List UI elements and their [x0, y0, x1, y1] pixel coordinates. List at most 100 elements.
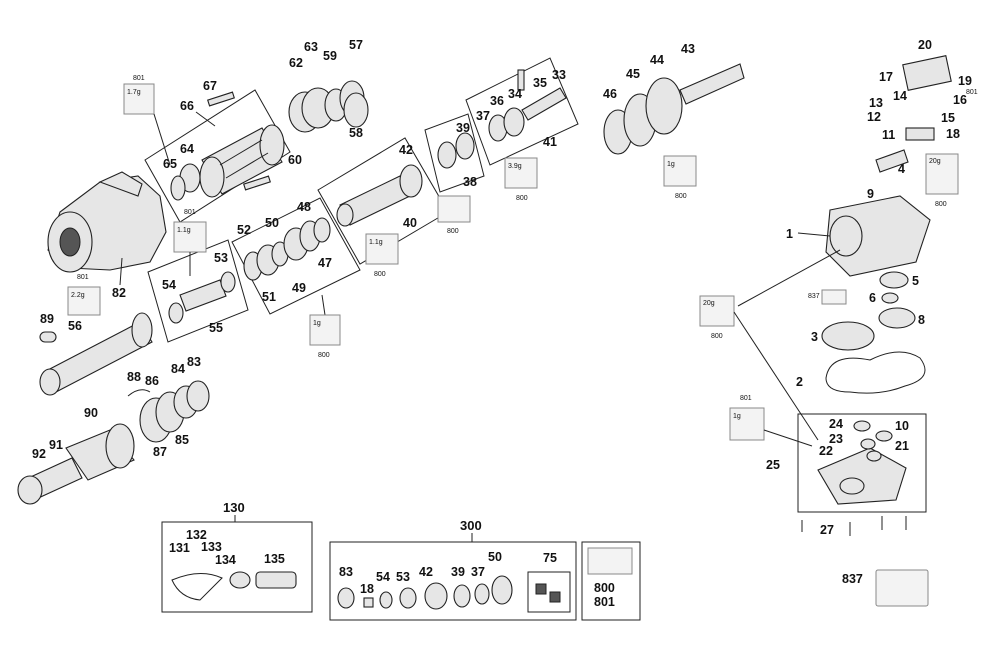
- label-67: 67: [203, 79, 217, 93]
- label-60: 60: [288, 153, 302, 167]
- grease-tag-800c: [437, 195, 471, 223]
- label-40: 40: [403, 216, 417, 230]
- label-18: 18: [946, 127, 960, 141]
- part-23: [860, 438, 876, 450]
- group-box-66: [144, 89, 291, 223]
- label-23: 23: [829, 432, 843, 446]
- pin-89: [39, 331, 57, 343]
- label-44: 44: [650, 53, 664, 67]
- kit300-50: 50: [488, 550, 502, 564]
- brush-75b: [549, 591, 561, 603]
- tag-800g-bottom: 800: [711, 333, 723, 340]
- clip-88: [127, 389, 151, 397]
- label-10: 10: [895, 419, 909, 433]
- label-34: 34: [508, 87, 522, 101]
- pin-67: [207, 91, 235, 107]
- group-box-38: [424, 113, 485, 193]
- label-83: 83: [187, 355, 201, 369]
- label-50: 50: [265, 216, 279, 230]
- tag-800a-bottom: 800: [318, 352, 330, 359]
- kit130-cone: [229, 571, 251, 589]
- label-85: 85: [175, 433, 189, 447]
- crank-4: [875, 149, 909, 173]
- tag-801d-amount: 1g: [733, 413, 741, 420]
- housing-82: [47, 171, 167, 286]
- label-58: 58: [349, 126, 363, 140]
- label-15: 15: [941, 111, 955, 125]
- grease-tag-800d: [663, 155, 697, 187]
- label-38: 38: [463, 175, 477, 189]
- label-45: 45: [626, 67, 640, 81]
- label-51: 51: [262, 290, 276, 304]
- kit300-box-75: [527, 571, 571, 613]
- gear-housing-1: [825, 195, 931, 277]
- label-57: 57: [349, 38, 363, 52]
- tag-800b-bottom: 800: [374, 271, 386, 278]
- part-21: [866, 450, 882, 462]
- grease-tag-800a: [309, 314, 341, 346]
- tag-801e-top: 801: [966, 89, 978, 96]
- label-59: 59: [323, 49, 337, 63]
- group-box-25: [797, 413, 927, 513]
- label-90: 90: [84, 406, 98, 420]
- label-63: 63: [304, 40, 318, 54]
- tag-800c-amount: 3.9g: [508, 163, 522, 170]
- kit130-133: 133: [201, 540, 222, 554]
- label-21: 21: [895, 439, 909, 453]
- kit300-ring-53: [399, 587, 417, 609]
- brush-75a: [535, 583, 547, 595]
- gear-8: [878, 307, 916, 329]
- grease-tag-800e: [925, 153, 959, 195]
- label-837: 837: [842, 572, 863, 586]
- label-24: 24: [829, 417, 843, 431]
- gear-3: [821, 321, 875, 351]
- tag-800d-amount: 1g: [667, 161, 675, 168]
- label-8: 8: [918, 313, 925, 327]
- kit300-ring-54: [379, 591, 393, 609]
- chuck-90: [17, 423, 135, 505]
- clip-65: [170, 175, 186, 201]
- kit300-42: 42: [419, 565, 433, 579]
- label-92: 92: [32, 447, 46, 461]
- kit300-75: 75: [543, 551, 557, 565]
- grease-tag-800f: [699, 295, 735, 327]
- label-2: 2: [796, 375, 803, 389]
- label-41: 41: [543, 135, 557, 149]
- grease-tag-801c: [67, 286, 101, 316]
- kit-box-130: [161, 521, 313, 613]
- label-22: 22: [819, 444, 833, 458]
- label-37: 37: [476, 109, 490, 123]
- label-54: 54: [162, 278, 176, 292]
- label-27: 27: [820, 523, 834, 537]
- tag-801a-amount: 1.7g: [127, 89, 141, 96]
- label-46: 46: [603, 87, 617, 101]
- pin-35: [517, 69, 525, 91]
- cover-25: [817, 447, 907, 505]
- tools-801: 801: [594, 595, 615, 609]
- gasket-2: [825, 351, 926, 394]
- part-10: [875, 430, 893, 442]
- tag-800b-amount: 1.1g: [369, 239, 383, 246]
- label-66: 66: [180, 99, 194, 113]
- board-17: [902, 55, 952, 91]
- label-52: 52: [237, 223, 251, 237]
- kit130-135: 135: [264, 552, 285, 566]
- tag-801a-top: 801: [133, 75, 145, 82]
- label-91: 91: [49, 438, 63, 452]
- ring-6: [881, 292, 899, 304]
- kit130-132: 132: [186, 528, 207, 542]
- kit300-37: 37: [471, 565, 485, 579]
- label-837b: 837: [808, 293, 820, 300]
- tag-800f-amount: 20g: [703, 300, 715, 307]
- label-6: 6: [869, 291, 876, 305]
- kit300-53: 53: [396, 570, 410, 584]
- kit130-title: 130: [223, 500, 245, 515]
- tag-801c-amount: 2.2g: [71, 292, 85, 299]
- label-837-small: [821, 289, 847, 305]
- label-86: 86: [145, 374, 159, 388]
- part-837-card: [875, 569, 929, 607]
- label-56: 56: [68, 319, 82, 333]
- label-53: 53: [214, 251, 228, 265]
- grease-tag-801a: [123, 83, 155, 115]
- label-14: 14: [893, 89, 907, 103]
